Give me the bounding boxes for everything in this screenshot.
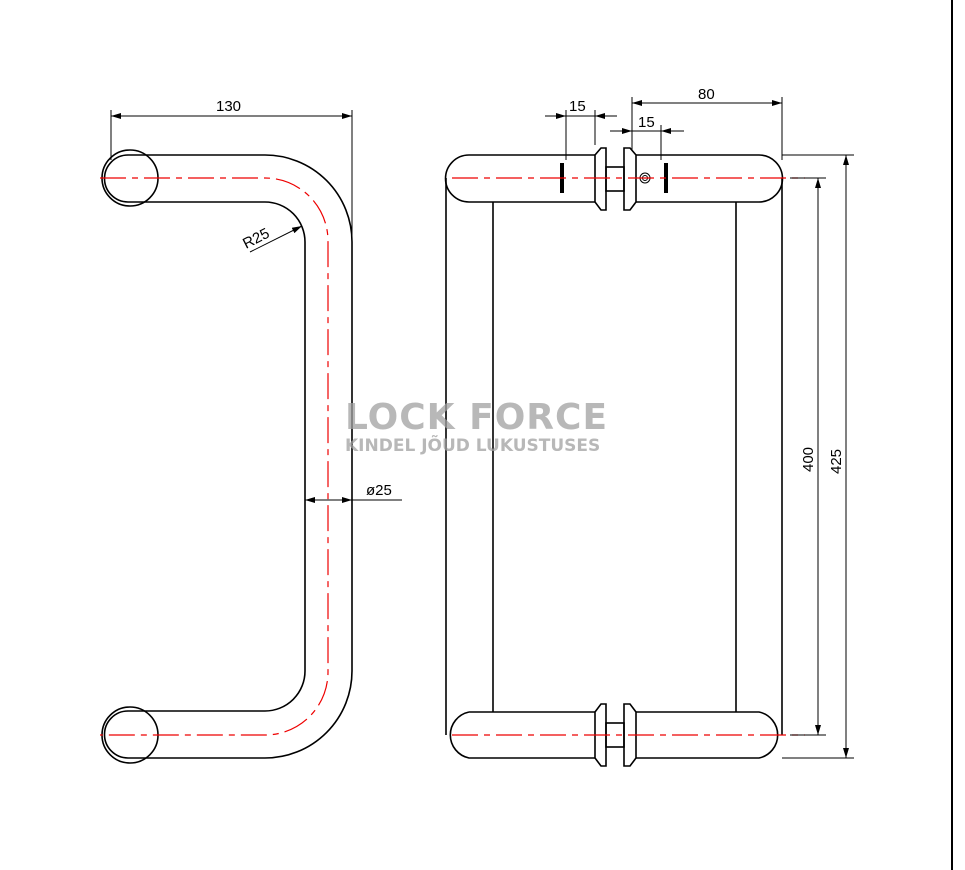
dim-425: 425 (828, 449, 845, 474)
watermark-subtitle: KINDEL JÕUD LUKUSTUSES (345, 436, 601, 456)
watermark-logo: LOCK FORCE KINDEL JÕUD LUKUSTUSES (345, 397, 609, 457)
dim-400: 400 (800, 447, 817, 472)
watermark-title: LOCK FORCE (345, 397, 609, 438)
side-view (100, 149, 353, 764)
front-view (444, 147, 805, 767)
dim-diameter: ø25 (366, 482, 392, 499)
dim-15-right: 15 (638, 114, 655, 131)
dim-15-left: 15 (569, 98, 586, 115)
dim-130: 130 (216, 98, 241, 115)
standoff-top (560, 147, 668, 211)
dim-80: 80 (698, 86, 715, 103)
